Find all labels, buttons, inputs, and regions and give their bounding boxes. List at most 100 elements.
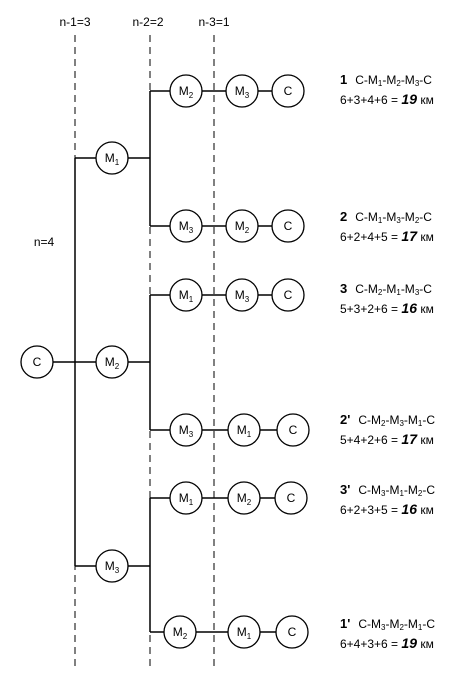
node-circle: [225, 278, 259, 312]
node-circle: [274, 481, 308, 515]
route-sub: 3: [381, 623, 386, 632]
route-line: 3'C-M3-M1-M2-C: [340, 482, 435, 498]
node-label: C: [289, 423, 298, 437]
sum-expression: 5+4+2+6 =: [340, 433, 402, 447]
route-sub: 3: [414, 79, 420, 88]
route-part: -M: [403, 617, 418, 631]
node-l3-3: M1: [227, 413, 261, 447]
route-number: 3': [340, 482, 351, 497]
node-l2-2: M1: [169, 278, 203, 312]
node-l3-2: M3: [225, 278, 259, 312]
node-l1-0: M1: [95, 141, 129, 175]
route-part: -M: [403, 413, 418, 427]
route-part: -C: [422, 617, 436, 631]
node-label: C: [287, 491, 296, 505]
route-part: C-M: [358, 413, 381, 427]
tree-edges: [53, 90, 277, 633]
route-part: -C: [419, 282, 432, 296]
node-label: C: [288, 625, 297, 639]
node-l1-1: M2: [95, 345, 129, 379]
route-sub: 2: [417, 489, 423, 498]
route-part: C-M: [355, 73, 378, 87]
route-part: C-M: [355, 210, 378, 224]
level-label-n1: n-1=3: [59, 15, 90, 29]
route-sub: 2: [377, 288, 383, 297]
node-label: C: [284, 84, 293, 98]
node-l3-4: M2: [227, 481, 261, 515]
route-line: 2'C-M2-M3-M1-C: [340, 412, 435, 428]
sum-unit: км: [416, 637, 434, 651]
node-end-C-3: C: [276, 413, 310, 447]
node-label: C: [284, 288, 293, 302]
sum-total: 16: [401, 300, 417, 316]
route-sub: 1: [417, 419, 423, 428]
route-part: C-M: [355, 282, 378, 296]
sum-total: 19: [401, 91, 417, 107]
node-circle: [271, 278, 305, 312]
node-circle: [163, 615, 197, 649]
sum-expression: 5+3+2+6 =: [340, 302, 402, 316]
node-label: M3: [179, 219, 194, 235]
node-circle: [95, 345, 129, 379]
route-part: -M: [385, 413, 400, 427]
node-l2-5: M2: [163, 615, 197, 649]
node-label: M3: [179, 423, 194, 439]
node-circle: [169, 209, 203, 243]
node-circle: [169, 481, 203, 515]
route-sub: 3: [381, 489, 386, 498]
node-circle: [271, 74, 305, 108]
route-part: -C: [419, 73, 432, 87]
route-sub: 2: [399, 623, 404, 632]
route-part: C-M: [358, 617, 381, 631]
node-end-C-1: C: [271, 209, 305, 243]
route-part: -M: [403, 483, 418, 497]
node-label: M2: [237, 491, 252, 507]
route-sum: 6+4+3+6 = 19 км: [340, 635, 435, 651]
route-sub: 1: [396, 288, 401, 297]
node-circle: [227, 413, 261, 447]
level-label-n3: n-3=1: [198, 15, 229, 29]
node-l2-0: M2: [169, 74, 203, 108]
route-part: C-M: [358, 483, 381, 497]
sum-unit: км: [416, 302, 434, 316]
level-label-n2: n-2=2: [132, 15, 163, 29]
route-sub: 3: [414, 288, 420, 297]
node-l3-0: M3: [225, 74, 259, 108]
node-end-C-2: C: [271, 278, 305, 312]
route-sum: 6+2+4+5 = 17 км: [340, 228, 434, 244]
node-circle: [169, 74, 203, 108]
node-l2-1: M3: [169, 209, 203, 243]
node-label: M1: [105, 151, 120, 167]
route-number: 3: [340, 281, 348, 296]
node-circle: [95, 549, 129, 583]
node-l2-3: M3: [169, 413, 203, 447]
node-label: M1: [237, 423, 252, 439]
sum-expression: 6+2+3+5 =: [340, 503, 402, 517]
node-label: M2: [179, 84, 194, 100]
route-sum: 5+4+2+6 = 17 км: [340, 431, 435, 447]
sum-total: 16: [401, 501, 417, 517]
route-part: -M: [382, 282, 397, 296]
route-line: 1'C-M3-M2-M1-C: [340, 616, 436, 632]
route-sub: 2: [381, 419, 386, 428]
sum-total: 17: [401, 431, 417, 447]
route-part: -M: [400, 282, 415, 296]
node-label: M3: [235, 288, 250, 304]
node-circle: [20, 345, 54, 379]
route-sub: 3: [399, 419, 404, 428]
sum-unit: км: [416, 93, 434, 107]
node-end-C-0: C: [271, 74, 305, 108]
level-label-n: n=4: [34, 235, 55, 249]
route-part: -M: [382, 210, 397, 224]
route-part: -M: [400, 73, 415, 87]
node-label: M2: [105, 355, 120, 371]
node-circle: [169, 413, 203, 447]
sum-total: 17: [401, 228, 417, 244]
sum-unit: км: [416, 433, 434, 447]
node-label: M3: [235, 84, 250, 100]
